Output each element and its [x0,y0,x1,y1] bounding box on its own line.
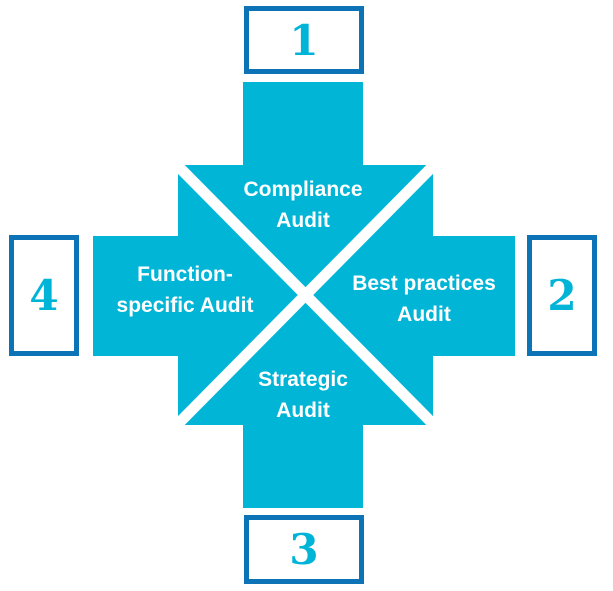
step-number: 2 [547,271,577,320]
step-number-box-1: 1 [244,6,364,74]
step-number-box-3: 3 [244,515,364,584]
step-number: 1 [289,15,319,65]
step-number-box-2: 2 [527,235,597,356]
step-number-box-4: 4 [9,235,79,356]
step-number: 4 [29,271,59,320]
diagonal-divider [168,156,443,434]
label-function-specific-audit: Function-specific Audit [116,263,254,317]
step-number: 3 [289,525,319,574]
